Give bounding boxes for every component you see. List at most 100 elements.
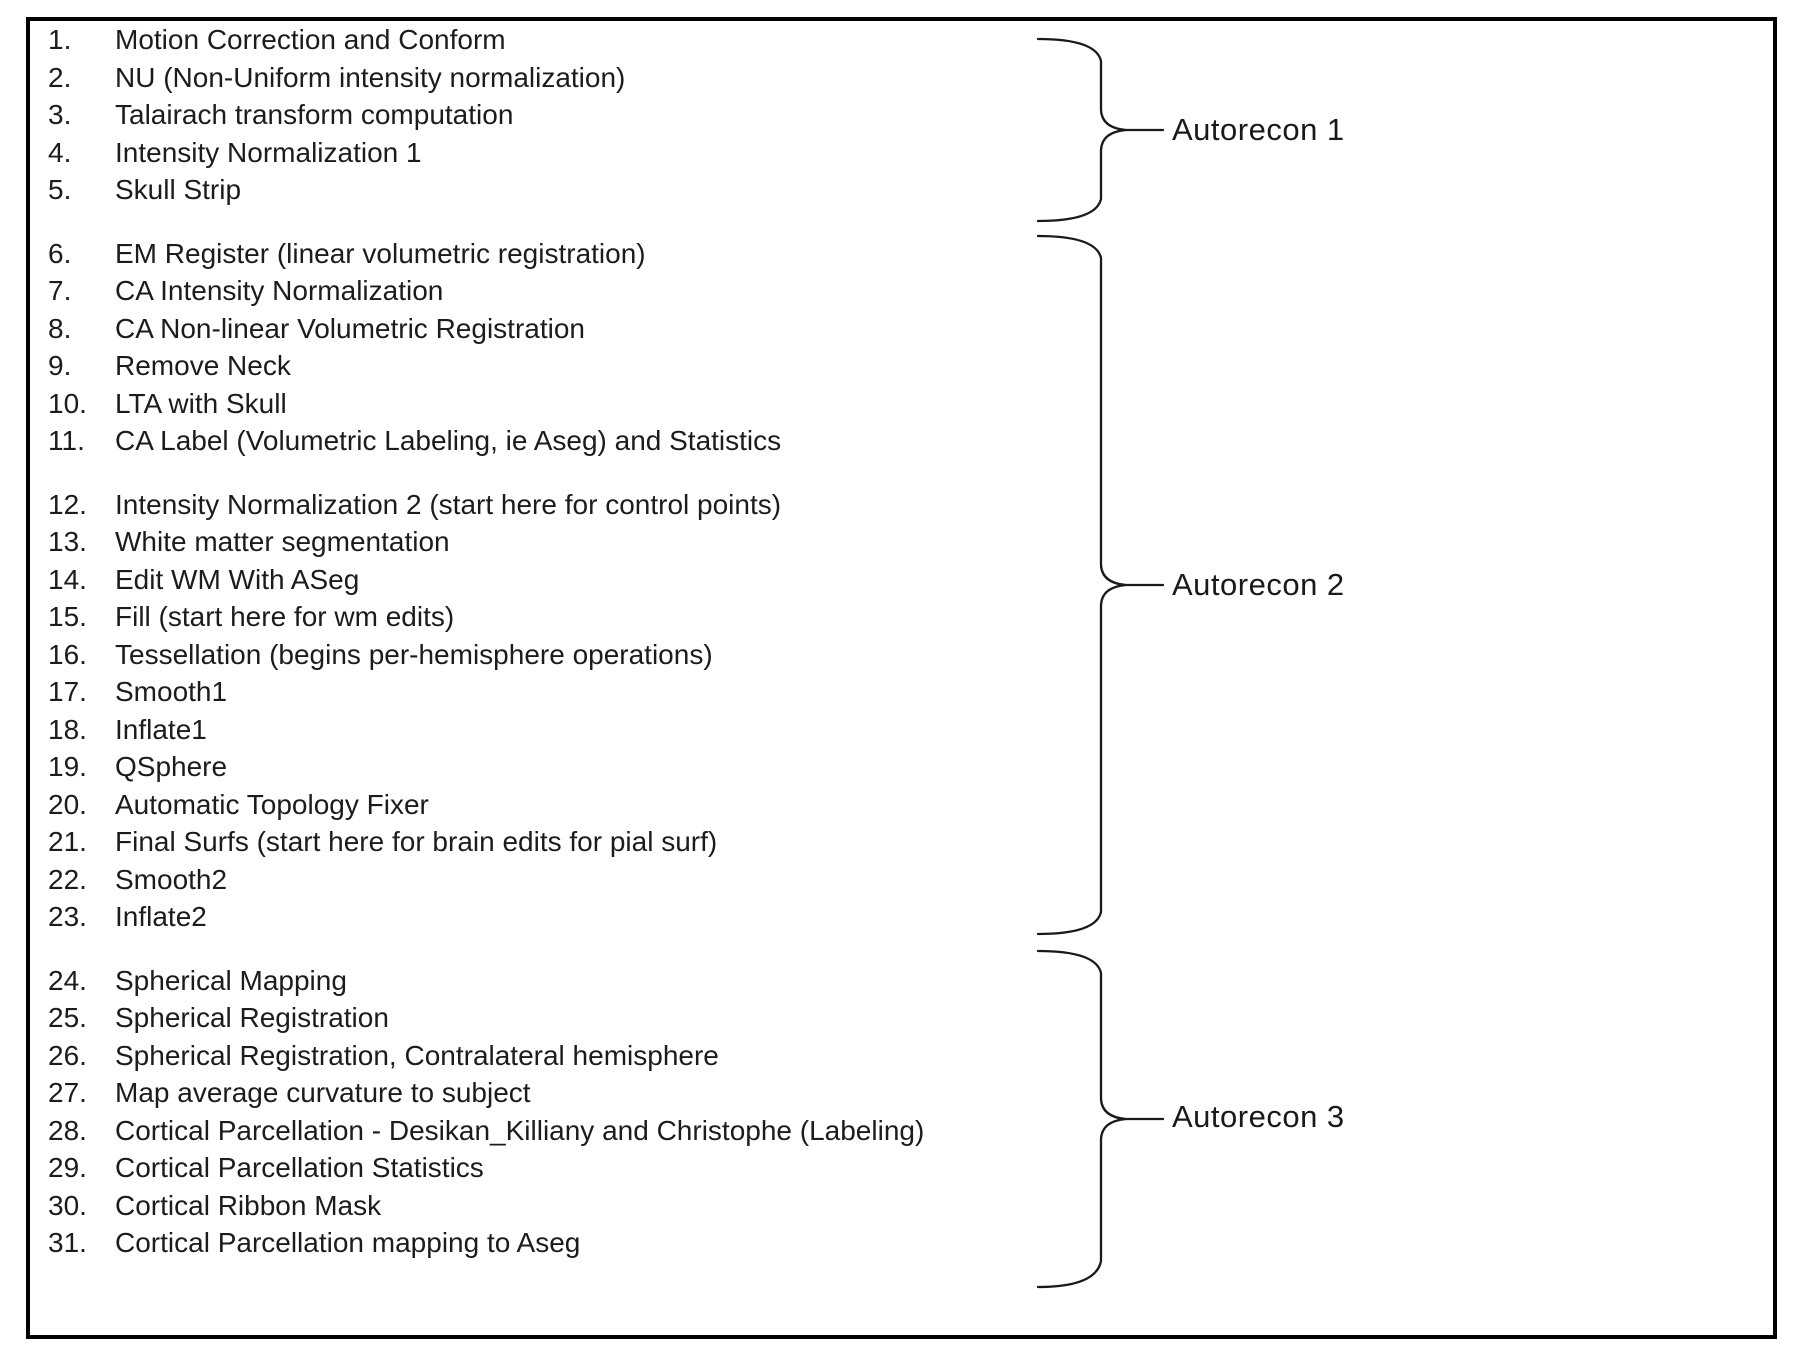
list-item-text: Motion Correction and Conform [115, 24, 506, 55]
list-item: 25. Spherical Registration [30, 999, 1070, 1037]
list-item: 24. Spherical Mapping [30, 962, 1070, 1000]
list-item-number: 3. [48, 99, 72, 130]
list-item-number: 31. [48, 1227, 87, 1258]
label-autorecon-2: Autorecon 2 [1172, 567, 1345, 602]
list-item: 22. Smooth2 [30, 861, 1070, 899]
list-item-number: 28. [48, 1114, 87, 1146]
list-item-text: Skull Strip [115, 174, 242, 205]
list-item-text: Tessellation (begins per-hemisphere oper… [115, 638, 713, 670]
list-item-text: Final Surfs (start here for brain edits … [115, 826, 718, 857]
list-item-number: 18. [48, 713, 87, 745]
list-item-text: Cortical Parcellation Statistics [115, 1152, 484, 1183]
list-item-text: Spherical Registration, Contralateral he… [115, 1039, 719, 1071]
list-item-number: 2. [48, 61, 72, 93]
pipeline-figure: 1. Motion Correction and Conform 2. NU (Non… [26, 17, 1777, 1339]
list-item-number: 9. [48, 350, 72, 381]
list-item-text: Inflate2 [115, 901, 207, 932]
list-item-number: 13. [48, 526, 87, 557]
list-item-number: 6. [48, 237, 72, 269]
list-item: 23. Inflate2 [30, 898, 1070, 936]
list-item-number: 21. [48, 826, 87, 857]
list-item-text: CA Non-linear Volumetric Registration [115, 312, 585, 344]
list-block: 1. Motion Correction and Conform 2. NU (Non… [30, 21, 1070, 209]
list-block: 6. EM Register (linear volumetric registr… [30, 235, 1070, 460]
list-item: 27. Map average curvature to subject [30, 1074, 1070, 1112]
list-item: 11. CA Label (Volumetric Labeling, ie Ase… [30, 422, 1070, 460]
list-item-text: Smooth2 [115, 863, 228, 895]
list-item: 19. QSphere [30, 748, 1070, 786]
list-item: 12. Intensity Normalization 2 (start here… [30, 486, 1070, 524]
list-item-text: Intensity Normalization 1 [115, 136, 422, 168]
list-item-number: 23. [48, 901, 87, 932]
list-item-text: QSphere [115, 751, 228, 782]
list-item-number: 12. [48, 488, 87, 520]
list-item-number: 27. [48, 1077, 87, 1108]
label-autorecon-3: Autorecon 3 [1172, 1099, 1345, 1134]
list-item: 14. Edit WM With ASeg [30, 561, 1070, 599]
list-item-text: Fill (start here for wm edits) [115, 601, 455, 632]
list-item-number: 20. [48, 788, 87, 820]
list-item-text: CA Label (Volumetric Labeling, ie Aseg) … [115, 425, 782, 456]
list-item-number: 29. [48, 1152, 87, 1183]
list-item-number: 25. [48, 1002, 87, 1033]
list-item-text: Edit WM With ASeg [115, 563, 360, 595]
list-item-text: Cortical Parcellation - Desikan_Killiany… [115, 1114, 925, 1146]
list-item-text: CA Intensity Normalization [115, 275, 444, 306]
autorecon-2-brace [1036, 234, 1165, 936]
list-item: 18. Inflate1 [30, 711, 1070, 749]
list-block: 12. Intensity Normalization 2 (start here… [30, 486, 1070, 936]
list-item: 26. Spherical Registration, Contralateral… [30, 1037, 1070, 1075]
list-item-text: NU (Non-Uniform intensity normalization) [115, 61, 626, 93]
list-item-number: 14. [48, 563, 87, 595]
list-item-text: Cortical Ribbon Mask [115, 1189, 382, 1221]
list-item-number: 26. [48, 1039, 87, 1071]
list-item: 4. Intensity Normalization 1 [30, 134, 1070, 172]
list-item-text: Talairach transform computation [115, 99, 514, 130]
list-item: 20. Automatic Topology Fixer [30, 786, 1070, 824]
list-item-text: Smooth1 [115, 676, 228, 707]
autorecon-3-brace [1036, 949, 1165, 1289]
list-item-text: Automatic Topology Fixer [115, 788, 429, 820]
list-item-text: Spherical Registration [115, 1002, 389, 1033]
list-item: 8. CA Non-linear Volumetric Registration [30, 310, 1070, 348]
list-item: 17.Smooth1 [30, 673, 1070, 711]
list-item-text: LTA with Skull [115, 387, 287, 419]
list-item-number: 4. [48, 136, 72, 168]
list-item-text: EM Register (linear volumetric registrat… [115, 237, 646, 269]
label-autorecon-1: Autorecon 1 [1172, 112, 1345, 147]
list-item-text: Intensity Normalization 2 (start here fo… [115, 488, 782, 520]
list-item: 9. Remove Neck [30, 347, 1070, 385]
list-item: 10. LTA with Skull [30, 385, 1070, 423]
list-item-number: 10. [48, 387, 87, 419]
autorecon-1-brace [1036, 37, 1165, 223]
list-item: 6. EM Register (linear volumetric registr… [30, 235, 1070, 273]
list-item-text: Spherical Mapping [115, 964, 347, 996]
list-item: 15.Fill (start here for wm edits) [30, 598, 1070, 636]
list-item-number: 22. [48, 863, 87, 895]
list-item-text: Map average curvature to subject [115, 1077, 531, 1108]
list-item-number: 1. [48, 24, 72, 55]
list-item-text: Cortical Parcellation mapping to Aseg [115, 1227, 581, 1258]
list-item-number: 16. [48, 638, 87, 670]
list-item-number: 24. [48, 964, 87, 996]
list-item-text: Remove Neck [115, 350, 291, 381]
list-item-number: 5. [48, 174, 72, 205]
list-block: 24. Spherical Mapping 25. Spherical Registr… [30, 962, 1070, 1262]
list-item: 16. Tessellation (begins per-hemisphere o… [30, 636, 1070, 674]
list-item: 21. Final Surfs (start here for brain edi… [30, 823, 1070, 861]
list-item-number: 19. [48, 751, 87, 782]
list-item: 31. Cortical Parcellation mapping to Aseg [30, 1224, 1070, 1262]
list-item: 2. NU (Non-Uniform intensity normalizatio… [30, 59, 1070, 97]
list-item: 3. Talairach transform computation [30, 96, 1070, 134]
list-item-text: White matter segmentation [115, 526, 450, 557]
list-item: 13. White matter segmentation [30, 523, 1070, 561]
list-item-number: 8. [48, 312, 72, 344]
list-item-number: 11. [48, 425, 85, 456]
list-item: 28. Cortical Parcellation - Desikan_Killi… [30, 1112, 1070, 1150]
step-list: 1. Motion Correction and Conform 2. NU (Non… [30, 21, 1070, 1262]
list-item: 30.Cortical Ribbon Mask [30, 1187, 1070, 1225]
list-item: 5. Skull Strip [30, 171, 1070, 209]
list-item: 7.CA Intensity Normalization [30, 272, 1070, 310]
list-item-text: Inflate1 [115, 713, 207, 745]
list-item: 29. Cortical Parcellation Statistics [30, 1149, 1070, 1187]
